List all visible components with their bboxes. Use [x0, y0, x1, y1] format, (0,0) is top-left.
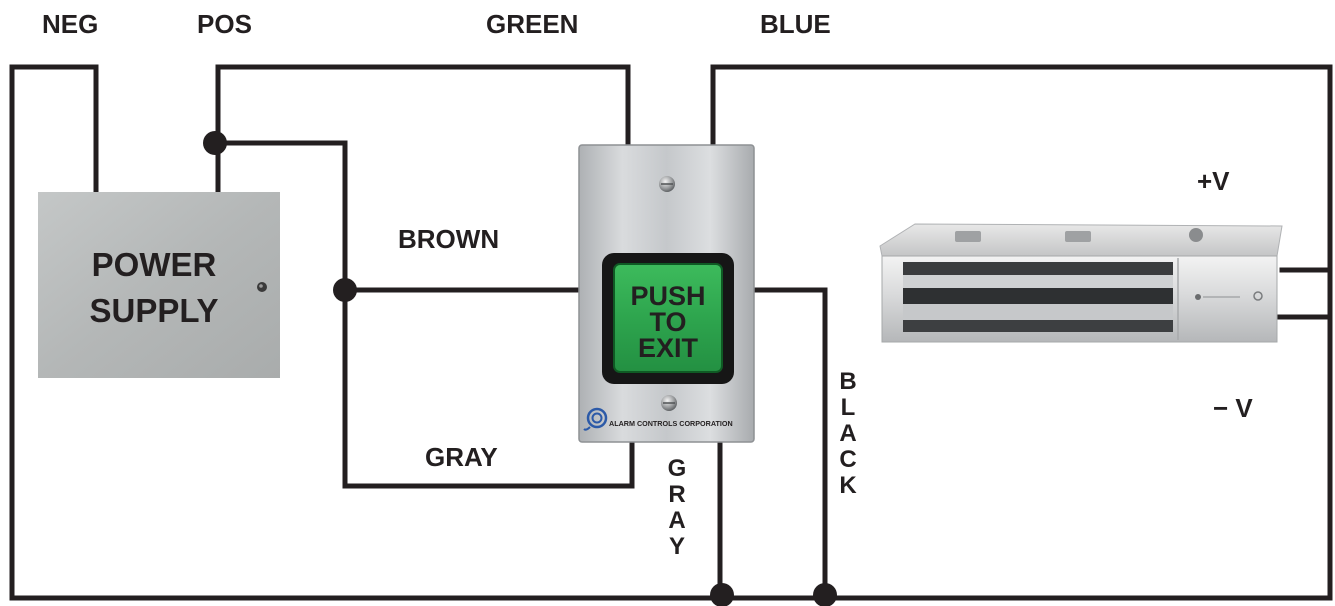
- maglock-channel: [903, 262, 1173, 275]
- power-supply-label-line2: SUPPLY: [89, 292, 218, 329]
- black-vertical-label: B L A C K: [839, 368, 857, 499]
- maglock: [879, 223, 1283, 343]
- junctions: [203, 131, 837, 606]
- power-supply-label-line1: POWER: [92, 246, 217, 283]
- minus-v-label: − V: [1213, 393, 1253, 423]
- wire-labels: NEG POS GREEN BLUE BROWN GRAY +V − V G R…: [42, 9, 1253, 560]
- junction-dot: [333, 278, 357, 302]
- brown-label: BROWN: [398, 224, 499, 254]
- button-label-line2: TO: [649, 307, 686, 337]
- maglock-channel: [903, 288, 1173, 304]
- blue-label: BLUE: [760, 9, 831, 39]
- junction-dot: [813, 583, 837, 606]
- black-vertical-letter: L: [841, 394, 856, 421]
- brand-name: ALARM CONTROLS CORPORATION: [609, 419, 733, 428]
- black-vertical-letter: C: [839, 446, 856, 473]
- maglock-channel: [903, 320, 1173, 332]
- blue-wire: [710, 64, 1333, 273]
- plus-v-label: +V: [1197, 166, 1230, 196]
- gray-vertical-letter: A: [668, 507, 685, 534]
- neg-label: NEG: [42, 9, 98, 39]
- power-supply-box: [38, 192, 280, 378]
- push-to-exit-button[interactable]: [613, 263, 723, 373]
- gray-vertical-label: G R A Y: [668, 455, 687, 560]
- green-label: GREEN: [486, 9, 578, 39]
- black-vertical-letter: B: [839, 368, 856, 395]
- button-label-line1: PUSH: [630, 281, 705, 311]
- brown-gray-wire: [215, 140, 635, 489]
- maglock-indicator: [1195, 294, 1201, 300]
- exit-button-plate: PUSH TO EXIT ALARM CONTROLS CORPORATION: [578, 144, 755, 443]
- minus-v-wire: [1272, 314, 1333, 601]
- button-label-line3: EXIT: [638, 333, 699, 363]
- junction-dot: [710, 583, 734, 606]
- wires: [9, 64, 1333, 601]
- black-vertical-letter: A: [839, 420, 856, 447]
- pos-label: POS: [197, 9, 252, 39]
- junction-dot: [203, 131, 227, 155]
- maglock-screw: [1253, 291, 1263, 301]
- gray-vertical-letter: Y: [669, 533, 685, 560]
- gray-label: GRAY: [425, 442, 498, 472]
- black-wire: [732, 287, 828, 601]
- green-wire: [215, 64, 631, 195]
- gray-vertical-letter: R: [668, 481, 685, 508]
- power-supply: POWER SUPPLY: [38, 192, 280, 378]
- brand-logo-icon: [583, 407, 608, 431]
- black-vertical-letter: K: [839, 472, 857, 499]
- gray-vertical-letter: G: [668, 455, 687, 482]
